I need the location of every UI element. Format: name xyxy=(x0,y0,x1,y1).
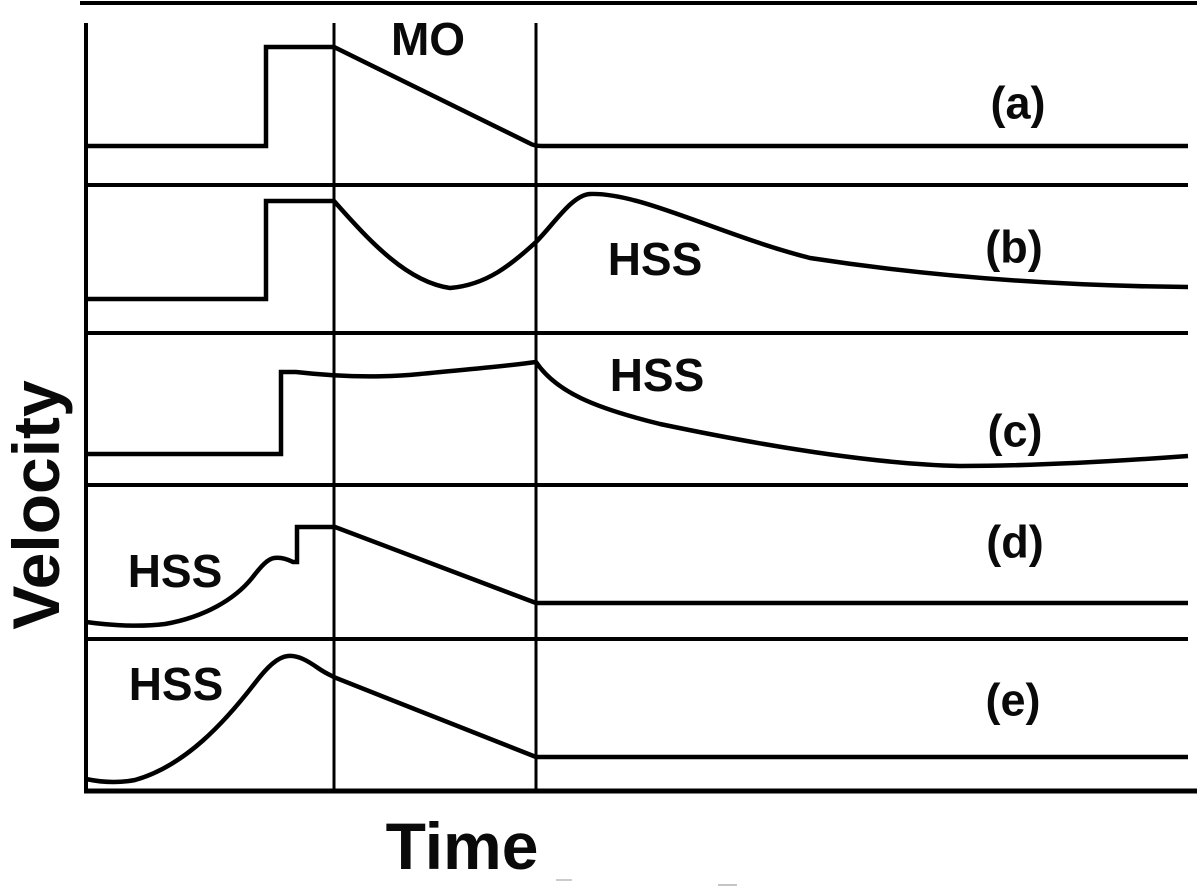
hss-region-label-e: HSS xyxy=(128,658,224,710)
panel-letter-d: (d) xyxy=(986,516,1044,568)
mo-region-label: MO xyxy=(390,13,466,65)
panel-letter-e: (e) xyxy=(985,674,1041,726)
curve-panel-c xyxy=(86,359,1189,469)
panel-letter-c: (c) xyxy=(987,405,1043,457)
curve-panel-d xyxy=(85,524,1188,628)
hss-region-label-d: HSS xyxy=(127,545,223,597)
panel-letter-b: (b) xyxy=(985,221,1043,273)
panel-letter-a: (a) xyxy=(990,77,1046,129)
curve-panel-e xyxy=(85,653,1188,785)
hss-region-label-c: HSS xyxy=(609,349,705,401)
curve-panel-a xyxy=(86,44,1188,149)
x-axis-label: Time xyxy=(385,809,539,883)
curve-panel-b xyxy=(86,191,1189,302)
y-axis-label: Velocity xyxy=(0,380,73,630)
hss-region-label-b: HSS xyxy=(607,233,703,285)
